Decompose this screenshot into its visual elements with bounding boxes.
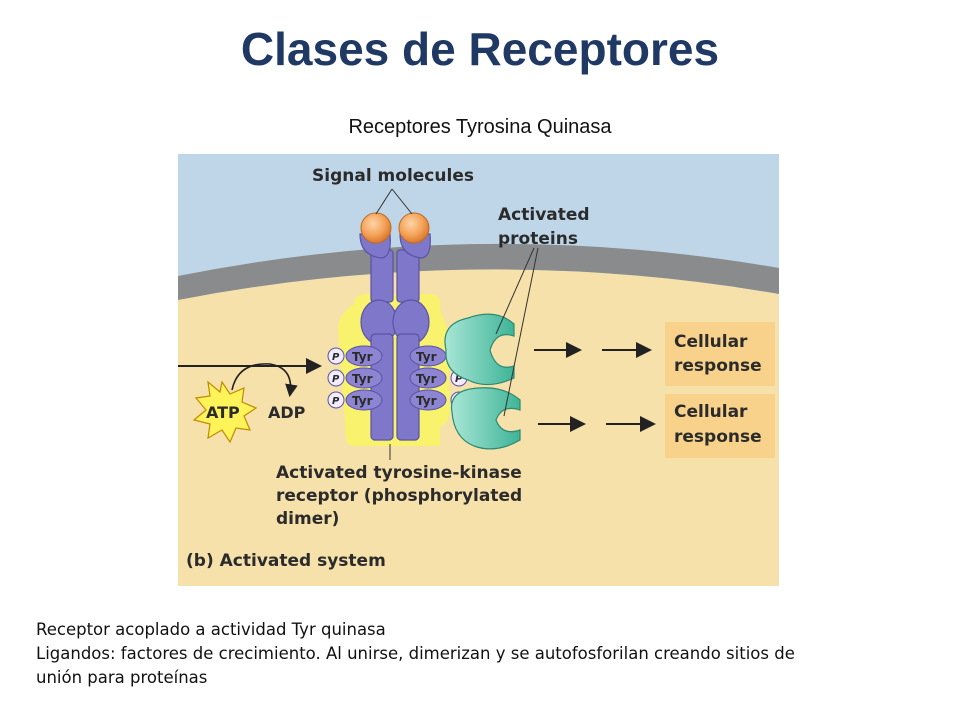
svg-text:Tyr: Tyr bbox=[352, 372, 373, 386]
atp-starburst bbox=[192, 380, 258, 444]
receptor-label-line3: dimer) bbox=[276, 509, 339, 529]
signal-molecules-label: Signal molecules bbox=[312, 166, 474, 186]
svg-text:P: P bbox=[332, 374, 340, 385]
cellular-response-1-line1: Cellular bbox=[674, 332, 748, 352]
adp-label: ADP bbox=[268, 403, 306, 422]
svg-text:P: P bbox=[332, 396, 340, 407]
svg-text:Tyr: Tyr bbox=[416, 394, 437, 408]
signal-molecule bbox=[398, 212, 430, 244]
protein-pointer bbox=[503, 247, 539, 417]
atp-adp-arrow bbox=[231, 363, 298, 398]
caption-line-1: Receptor acoplado a actividad Tyr quinas… bbox=[36, 620, 386, 639]
svg-text:Tyr: Tyr bbox=[416, 350, 437, 364]
svg-text:Tyr: Tyr bbox=[416, 372, 437, 386]
signal-pointer bbox=[375, 188, 393, 215]
svg-text:Tyr: Tyr bbox=[352, 350, 373, 364]
cellular-response-2-line2: response bbox=[674, 427, 762, 447]
receptor-diagram: Signal molecules Tyr P Tyr P Tyr P Tyr P… bbox=[178, 154, 779, 586]
activated-proteins-label-1: Activated bbox=[498, 205, 590, 225]
cellular-response-1-line2: response bbox=[674, 356, 762, 376]
activated-proteins-label-2: proteins bbox=[498, 229, 578, 249]
tyr-row-right-2: Tyr P bbox=[409, 367, 468, 389]
protein-pointer bbox=[495, 247, 535, 335]
signal-pointer bbox=[391, 188, 413, 215]
svg-text:P: P bbox=[332, 352, 340, 363]
tyr-row-left-1: Tyr P bbox=[327, 345, 383, 367]
cellular-response-box-1 bbox=[665, 322, 775, 386]
caption-line-3: unión para proteínas bbox=[36, 668, 208, 687]
slide-subtitle: Receptores Tyrosina Quinasa bbox=[348, 116, 612, 138]
caption-line-2: Ligandos: factores de crecimiento. Al un… bbox=[36, 644, 795, 663]
activated-protein bbox=[450, 387, 521, 450]
caption: Receptor acoplado a actividad Tyr quinas… bbox=[36, 618, 936, 690]
cell-membrane bbox=[178, 243, 779, 300]
svg-text:Tyr: Tyr bbox=[352, 394, 373, 408]
tyr-row-left-2: Tyr P bbox=[327, 367, 383, 389]
svg-text:P: P bbox=[455, 374, 463, 385]
atp-label: ATP bbox=[206, 403, 240, 422]
receptor-label-line2: receptor (phosphorylated bbox=[276, 486, 522, 506]
tyr-row-left-3: Tyr P bbox=[327, 389, 383, 411]
panel-label: (b) Activated system bbox=[186, 551, 386, 571]
signal-molecule bbox=[360, 212, 392, 244]
cellular-response-box-2 bbox=[665, 394, 775, 458]
cellular-response-2-line1: Cellular bbox=[674, 402, 748, 422]
receptor-label-line1: Activated tyrosine-kinase bbox=[276, 463, 522, 483]
slide-title: Clases de Receptores bbox=[240, 23, 720, 75]
